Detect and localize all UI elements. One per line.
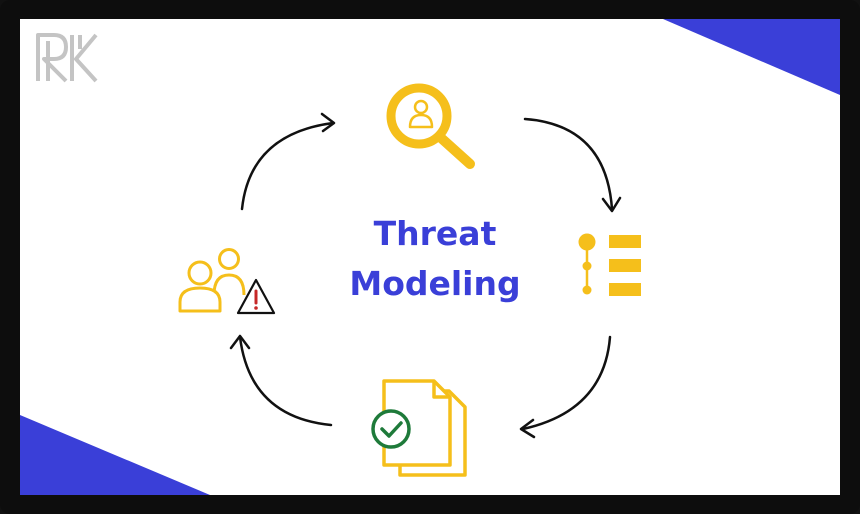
arrowhead-bottom-right xyxy=(519,418,536,439)
arrow-top-right xyxy=(523,117,614,211)
bottom-left-accent xyxy=(20,415,210,495)
title-line-2: Modeling xyxy=(349,264,521,303)
arrow-bottom-right xyxy=(521,335,612,431)
documents-check-icon xyxy=(371,379,467,477)
arrowhead-bottom-left xyxy=(229,334,251,350)
arrowhead-top-left xyxy=(320,112,336,133)
threat-modeling-diagram: RK xyxy=(20,19,840,495)
arrow-top-left xyxy=(240,121,335,211)
top-right-accent xyxy=(663,19,840,95)
list-bullets-icon xyxy=(578,233,641,296)
slide-canvas: RK xyxy=(20,19,840,495)
arrowhead-top-right xyxy=(601,196,622,213)
arrow-bottom-left xyxy=(238,335,333,427)
title-line-1: Threat xyxy=(373,214,497,253)
magnifier-user-icon xyxy=(386,83,475,169)
cycle-arrows xyxy=(229,112,622,439)
users-warning-icon xyxy=(178,248,276,315)
rk-logo xyxy=(36,33,98,83)
